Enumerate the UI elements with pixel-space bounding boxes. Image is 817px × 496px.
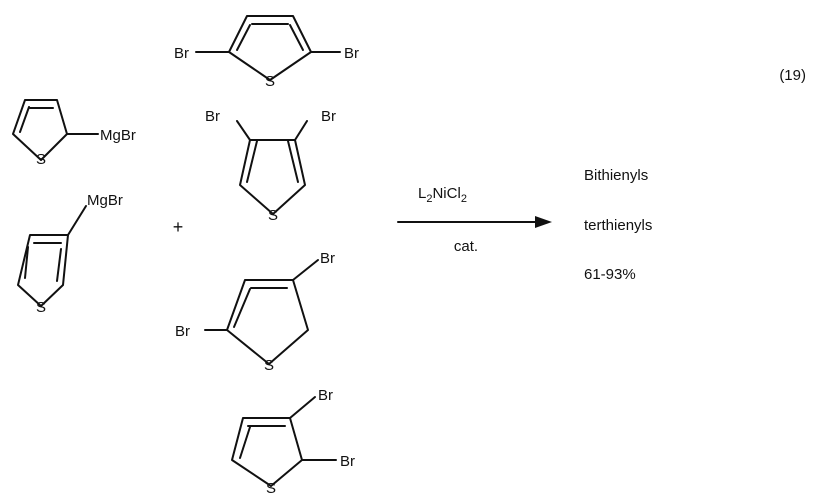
plus-sign: + [173, 217, 184, 237]
sulfur-label: S [264, 357, 274, 374]
reagent-2-thienyl-mgbr: S MgBr [12, 99, 136, 168]
thiophene-ring [204, 259, 319, 365]
bromo-label: Br [175, 323, 190, 340]
thiophene-ring [17, 205, 87, 307]
product-yield: 61-93% [584, 266, 636, 283]
thiophene-ring [231, 396, 337, 487]
bromo-label: Br [340, 453, 355, 470]
partner-2-4-dibromothiophene: S Br Br [175, 250, 335, 374]
thiophene-ring [195, 15, 341, 81]
sulfur-label: S [36, 299, 46, 316]
product-terthienyls: terthienyls [584, 217, 652, 234]
equation-number: (19) [779, 67, 806, 84]
bromo-label: Br [205, 108, 220, 125]
bromo-label: Br [321, 108, 336, 125]
thiophene-ring [236, 120, 308, 215]
partner-2-5-dibromothiophene: S Br Br [174, 15, 359, 90]
sulfur-label: S [268, 207, 278, 224]
bromo-label: Br [344, 45, 359, 62]
bromo-label: Br [174, 45, 189, 62]
bromo-label: Br [320, 250, 335, 267]
sulfur-label: S [36, 151, 46, 168]
sulfur-label: S [265, 73, 275, 90]
reagent-3-thienyl-mgbr: S MgBr [17, 192, 123, 316]
sulfur-label: S [266, 480, 276, 496]
partner-3-4-dibromothiophene: S Br Br [205, 108, 336, 224]
reaction-arrow [397, 216, 552, 228]
catalyst-note: cat. [454, 238, 478, 255]
mgbr-label: MgBr [87, 192, 123, 209]
bromo-label: Br [318, 387, 333, 404]
product-bithienyls: Bithienyls [584, 167, 648, 184]
mgbr-label: MgBr [100, 127, 136, 144]
thiophene-ring [12, 99, 99, 161]
partner-2-3-dibromothiophene: S Br Br [231, 387, 355, 496]
catalyst-label: L2NiCl2 [418, 185, 467, 205]
